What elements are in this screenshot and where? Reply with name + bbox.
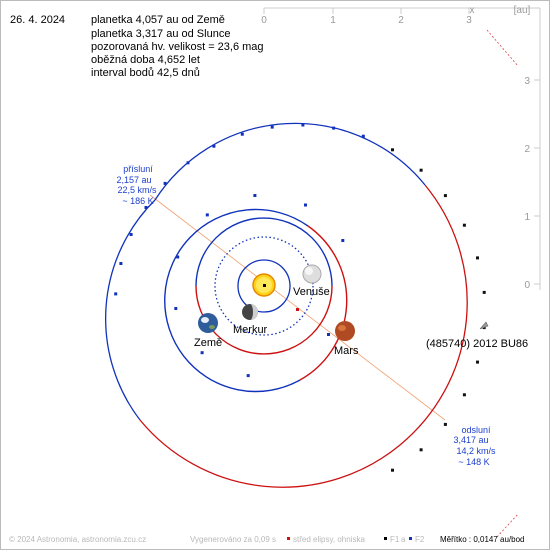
- mars-planet: [335, 321, 355, 341]
- orbit-point-marker: [205, 213, 209, 217]
- orbit-point-marker: [476, 256, 479, 260]
- x-tick-0: 0: [261, 15, 267, 26]
- venus-label: Venuše: [293, 286, 330, 298]
- legend-f2-swatch: [409, 537, 412, 540]
- y-tick-1: 1: [524, 212, 530, 223]
- earth-planet: [198, 313, 218, 333]
- orbit-point-marker: [482, 290, 486, 294]
- orbit-point-marker: [246, 374, 250, 378]
- orbit-point-marker: [200, 351, 204, 355]
- orbit-point-marker: [391, 468, 394, 472]
- orbit-point-marker: [443, 422, 447, 426]
- asteroid-orbit-blue-top: [154, 122, 426, 201]
- orbit-point-marker: [212, 144, 216, 148]
- orbit-point-marker: [332, 126, 336, 130]
- orbit-point-marker: [419, 448, 423, 452]
- orbit-point-marker: [462, 393, 466, 397]
- asteroid-marker: [479, 321, 489, 330]
- view-line-bottom: [496, 513, 519, 538]
- perihelion-distance: 2,157 au: [116, 175, 151, 185]
- venus-orbit: [214, 236, 314, 336]
- y-tick-0: 0: [524, 280, 530, 291]
- info-line-5: interval bodů 42,5 dnů: [91, 67, 200, 79]
- x-axis: 0 1 2 3 x [au]: [261, 5, 540, 26]
- orbit-point-marker: [176, 255, 180, 259]
- x-tick-3: 3: [466, 15, 472, 26]
- y-axis: 3 2 1 0: [524, 8, 541, 291]
- generated-time: Vygenerováno za 0,09 s: [190, 535, 276, 544]
- asteroid-orbit-red: [139, 184, 468, 488]
- asteroid-label: (485740) 2012 BU86: [426, 338, 528, 350]
- ellipse-center-marker: [296, 308, 299, 311]
- orbit-point-marker: [186, 161, 190, 165]
- mercury-orbit: [237, 259, 291, 313]
- earth-orbit-above: [195, 217, 333, 287]
- view-line-top: [486, 29, 519, 67]
- legend-f1-swatch: [384, 537, 387, 540]
- aphelion-distance: 3,417 au: [453, 435, 488, 445]
- scale-label: Měřítko : 0,0147 au/bod: [440, 535, 525, 544]
- info-line-1: planetka 4,057 au od Země: [91, 14, 225, 26]
- mars-orbit-blue: [164, 208, 309, 393]
- asteroid-orbit-blue-left: [105, 199, 156, 421]
- orbit-point-marker: [419, 168, 423, 172]
- x-tick-2: 2: [398, 15, 404, 26]
- orbit-point-marker: [253, 194, 257, 197]
- y-tick-3: 3: [524, 76, 530, 87]
- x-axis-label: x: [470, 5, 475, 16]
- date-label: 26. 4. 2024: [10, 14, 65, 26]
- orbit-point-marker: [304, 203, 307, 207]
- mercury-planet: [242, 304, 258, 320]
- orbit-point-marker: [462, 223, 466, 227]
- perihelion-speed: 22,5 km/s: [117, 185, 157, 195]
- orbit-point-marker: [476, 360, 479, 364]
- sun: [252, 273, 276, 297]
- aphelion-temp: ~ 148 K: [458, 457, 489, 467]
- orbit-point-marker: [174, 307, 178, 310]
- orbit-point-marker: [361, 134, 365, 138]
- perihelion-info: přísluní 2,157 au 22,5 km/s ~ 186 K: [116, 164, 157, 206]
- orbit-point-marker: [443, 194, 447, 198]
- orbit-point-marker: [391, 148, 394, 152]
- aphelion-info: odsluní 3,417 au 14,2 km/s ~ 148 K: [453, 425, 496, 467]
- venus-planet: [302, 264, 322, 284]
- orbit-point-marker: [301, 123, 305, 127]
- y-tick-2: 2: [524, 144, 530, 155]
- aphelion-title: odsluní: [461, 425, 491, 435]
- legend-a-label: a: [401, 535, 406, 544]
- orbit-point-marker: [119, 262, 123, 265]
- footer: © 2024 Astronomia, astronomia.zcu.cz Vyg…: [9, 535, 525, 544]
- legend-f2-label: F2: [415, 535, 425, 544]
- mars-orbit-red: [299, 225, 348, 381]
- info-line-4: oběžná doba 4,652 let: [91, 54, 200, 66]
- info-line-2: planetka 3,317 au od Slunce: [91, 28, 230, 40]
- orbit-point-marker: [144, 206, 148, 209]
- apsis-line: [149, 194, 446, 421]
- orbit-point-marker: [341, 239, 345, 242]
- copyright-link[interactable]: © 2024 Astronomia, astronomia.zcu.cz: [9, 535, 146, 544]
- orbit-point-marker: [240, 132, 244, 136]
- perihelion-title: přísluní: [123, 164, 153, 174]
- mars-label: Mars: [334, 345, 359, 357]
- info-line-3: pozorovaná hv. velikost = 23,6 mag: [91, 41, 264, 53]
- perihelion-temp: ~ 186 K: [122, 196, 153, 206]
- mercury-label: Merkur: [233, 324, 268, 336]
- legend-f1-label: F1: [390, 535, 400, 544]
- legend-center-swatch: [287, 537, 290, 540]
- x-tick-1: 1: [330, 15, 336, 26]
- orbit-point-marker: [129, 233, 133, 236]
- orbit-point-marker: [163, 181, 167, 185]
- focus-marker: [327, 333, 330, 336]
- aphelion-speed: 14,2 km/s: [456, 446, 496, 456]
- legend-center-label: střed elipsy, ohniska: [293, 535, 365, 544]
- orbit-point-marker: [270, 125, 274, 129]
- unit-label: [au]: [514, 5, 531, 16]
- earth-label: Země: [194, 337, 222, 349]
- orbit-point-marker: [114, 292, 118, 296]
